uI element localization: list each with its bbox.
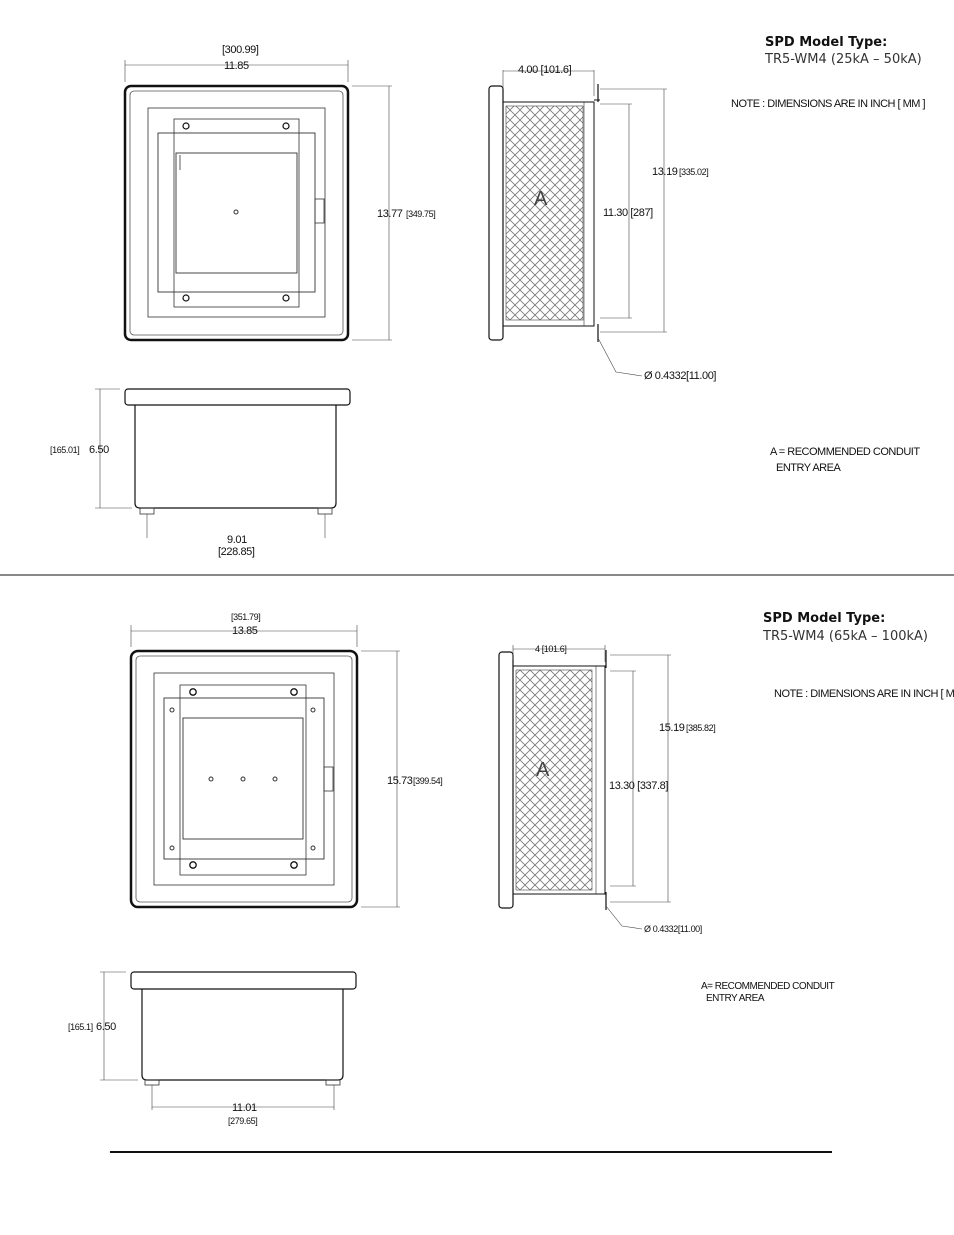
top-side-depth: 4.00 [101.6] [518, 64, 572, 76]
top-side-view: A 4.00 [101.6] 13.19 [335.02] 11.30 [287… [488, 64, 717, 382]
bottom-front-height-mm: [399.54] [413, 776, 442, 786]
top-conduit-note-line1: A = RECOMMENDED CONDUIT [770, 446, 920, 458]
top-unit: SPD Model Type: TR5-WM4 (25kA – 50kA) NO… [50, 35, 926, 558]
bottom-bottom-view: [165.1] 6.50 11.01 [279.65] [68, 971, 357, 1126]
bottom-unit: SPD Model Type: TR5-WM4 (65kA – 100kA) N… [68, 611, 954, 1126]
bottom-bottom-depth-in: 6.50 [96, 1021, 116, 1033]
bottom-bottom-depth-mm: [165.1] [68, 1022, 93, 1032]
bottom-bottom-mount-mm: [279.65] [228, 1116, 257, 1126]
bottom-model-title: SPD Model Type: [763, 611, 885, 626]
top-front-width-mm: [300.99] [222, 44, 259, 56]
bottom-side-view: A 4 [101.6] 15.19 [385.82] 13.30 [337.8]… [498, 644, 716, 934]
top-front-height-mm: [349.75] [406, 209, 435, 219]
bottom-front-width-in: 13.85 [232, 625, 258, 637]
top-front-height-in: 13.77 [377, 208, 403, 220]
bottom-side-overall-height-mm: [385.82] [686, 723, 715, 733]
top-model-title: SPD Model Type: [765, 35, 887, 50]
top-dimension-note: NOTE : DIMENSIONS ARE IN INCH [ MM ] [731, 98, 926, 110]
bottom-side-depth: 4 [101.6] [535, 644, 566, 654]
top-model-name: TR5-WM4 (25kA – 50kA) [764, 52, 922, 67]
top-side-inner-height: 11.30 [287] [603, 207, 653, 219]
bottom-side-overall-height-in: 15.19 [659, 722, 685, 734]
top-front-width-in: 11.85 [224, 60, 249, 72]
bottom-side-hole: Ø 0.4332[11.00] [644, 924, 702, 934]
top-side-hole: Ø 0.4332[11.00] [644, 370, 716, 382]
bottom-model-name: TR5-WM4 (65kA – 100kA) [762, 629, 928, 644]
bottom-front-view: [351.79] 13.85 15.73 [399.54] [129, 612, 443, 909]
bottom-area-label: A [536, 759, 550, 781]
bottom-conduit-note-line1: A= RECOMMENDED CONDUIT [701, 981, 835, 992]
bottom-side-inner-height: 13.30 [337.8] [609, 780, 668, 792]
top-bottom-depth-in: 6.50 [89, 444, 109, 456]
bottom-front-height-in: 15.73 [387, 775, 413, 787]
top-bottom-mount-mm: [228.85] [218, 546, 255, 558]
top-side-overall-height-in: 13.19 [652, 166, 678, 178]
top-conduit-note-line2: ENTRY AREA [776, 462, 841, 474]
bottom-bottom-mount-in: 11.01 [232, 1102, 257, 1114]
bottom-front-width-mm: [351.79] [231, 612, 260, 622]
bottom-conduit-note-line2: ENTRY AREA [706, 993, 765, 1004]
top-bottom-view: [165.01] 6.50 9.01 [228.85] [50, 388, 351, 558]
top-bottom-depth-mm: [165.01] [50, 445, 79, 455]
top-area-label: A [534, 188, 548, 210]
top-bottom-mount-in: 9.01 [227, 534, 247, 546]
bottom-dimension-note: NOTE : DIMENSIONS ARE IN INCH [ MM ] [774, 688, 954, 700]
top-side-overall-height-mm: [335.02] [679, 167, 708, 177]
top-front-view: [300.99] 11.85 13.77 [349.75] [123, 44, 436, 342]
